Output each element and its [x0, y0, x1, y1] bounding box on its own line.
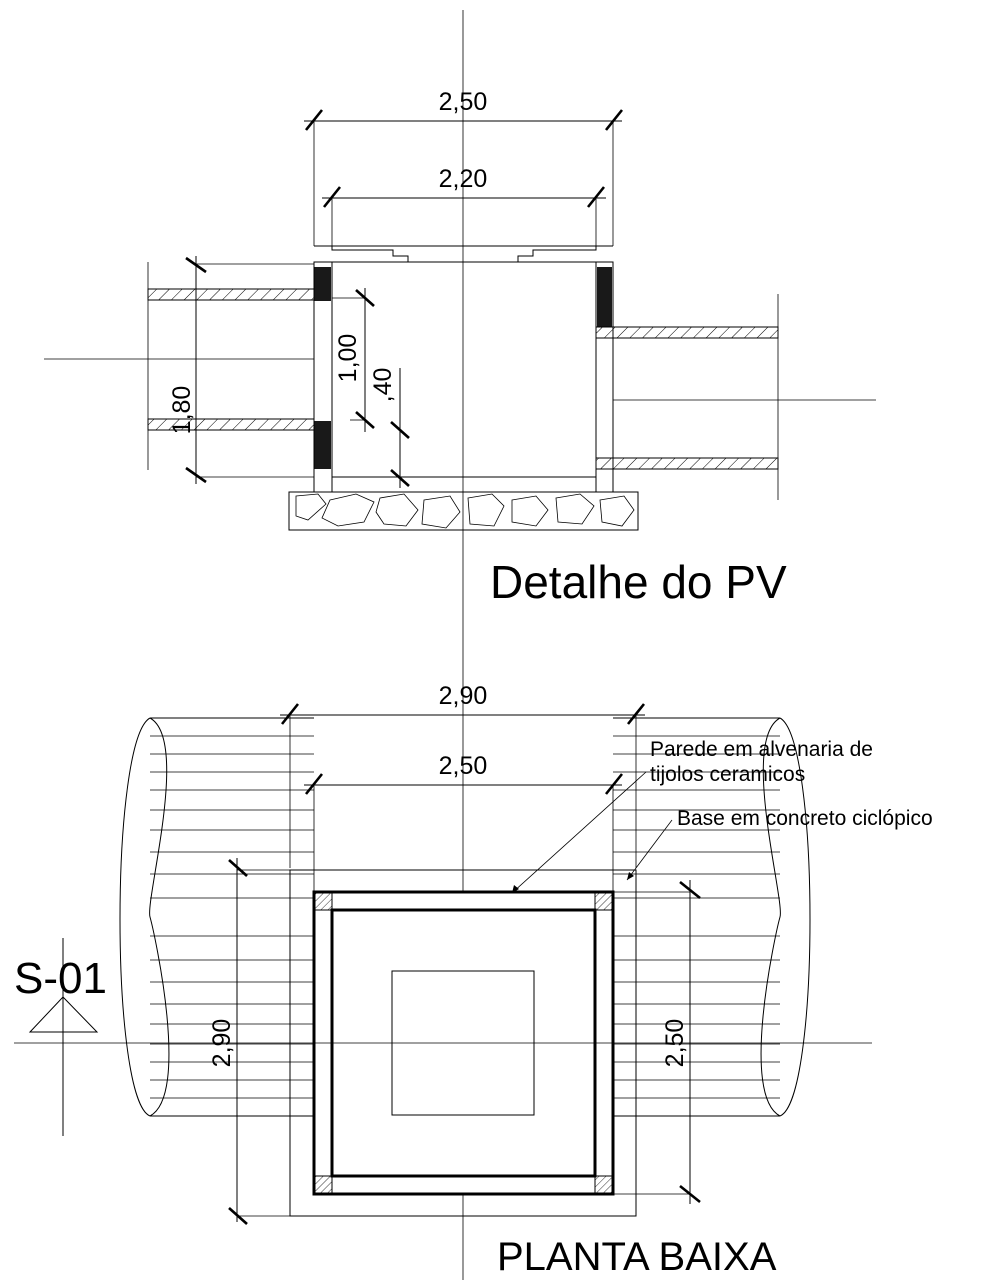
- section-marker: S-01: [14, 938, 107, 1136]
- plan-dim-wall-width: 2,50: [304, 752, 624, 892]
- detail-top-slab: [314, 245, 613, 263]
- detail-base: [288, 491, 639, 531]
- plan-dim-base-width: 2,90: [280, 682, 646, 868]
- plan-dim-base-height-label: 2,90: [208, 1019, 236, 1068]
- plan-section: 2,90 2,50 Parede em alvenaria de tijolos…: [14, 682, 933, 1279]
- detail-dim-pipe-high-label: 1,00: [334, 334, 362, 383]
- note-base-leader: [626, 819, 673, 881]
- plan-left-pipe: [119, 717, 314, 1117]
- detail-dim-height: 1,80: [168, 256, 314, 484]
- plan-right-pipe: [613, 717, 811, 1117]
- plan-dim-base-width-label: 2,90: [439, 682, 488, 710]
- detail-title: Detalhe do PV: [490, 556, 787, 608]
- note-wall-line2: tijolos ceramicos: [650, 763, 805, 786]
- detail-walls: [313, 261, 614, 493]
- note-base: Base em concreto ciclópico: [677, 807, 933, 830]
- plan-dim-wall-height-label: 2,50: [661, 1019, 689, 1068]
- note-wall-line1: Parede em alvenaria de: [650, 738, 873, 761]
- section-marker-label: S-01: [14, 954, 107, 1003]
- detail-dim-pipe-high: 1,00: [332, 288, 375, 432]
- detail-dim-pipe-low-label: ,40: [369, 368, 397, 403]
- detail-dim-outer: 2,50: [304, 88, 624, 246]
- plan-dim-wall-height: 2,50: [613, 880, 701, 1204]
- plan-title: PLANTA BAIXA: [497, 1235, 777, 1279]
- detail-left-pipe: [44, 262, 315, 470]
- detail-dim-inner: 2,20: [322, 165, 606, 246]
- plan-dim-base-height: 2,90: [208, 858, 290, 1225]
- section-triangle-icon: [28, 996, 99, 1033]
- note-wall-leader: [511, 771, 647, 894]
- detail-dim-height-label: 1,80: [168, 386, 196, 435]
- detail-dim-inner-label: 2,20: [439, 165, 488, 193]
- detail-dim-pipe-low: ,40: [369, 368, 410, 488]
- plan-dim-wall-width-label: 2,50: [439, 752, 488, 780]
- detail-right-pipe: [595, 294, 876, 500]
- detail-dim-outer-label: 2,50: [439, 88, 488, 116]
- detail-section: 2,50 2,20: [44, 88, 876, 608]
